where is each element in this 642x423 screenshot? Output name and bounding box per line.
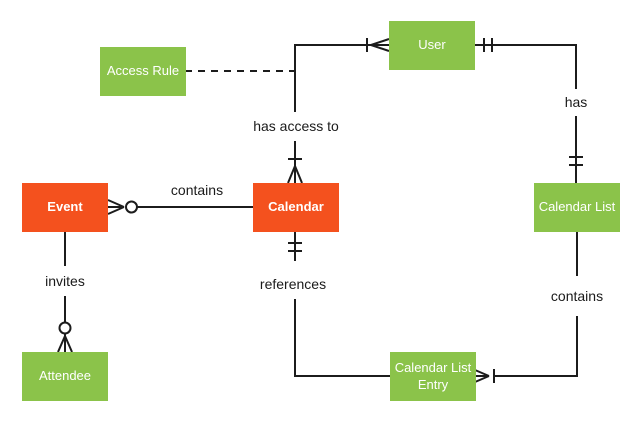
one-or-many-crowsfoot-icon [474,369,495,383]
connector-segment [494,316,578,377]
zero-or-many-crowsfoot-icon [57,321,73,353]
label-has: has [564,94,588,110]
connector-segment [294,44,371,112]
entity-attendee-label: Attendee [38,368,92,384]
one-and-only-one-icon [483,38,493,52]
zero-or-many-crowsfoot-icon [107,199,138,215]
connector-segment [294,299,390,377]
entity-access-rule[interactable]: Access Rule [100,47,186,96]
connector-event-calendar [107,199,253,215]
label-contains-list: contains [550,288,604,304]
entity-attendee[interactable]: Attendee [22,352,108,401]
connector-event-attendee [57,232,73,353]
one-and-only-one-icon [569,156,583,166]
entity-calendar-list-label: Calendar List [538,199,616,215]
entity-calendar-list-entry[interactable]: Calendar List Entry [390,352,476,401]
entity-calendar-list-entry-label: Calendar List Entry [394,360,472,392]
label-contains-calendar: contains [170,182,224,198]
entity-calendar-list[interactable]: Calendar List [534,183,620,232]
one-or-many-crowsfoot-icon [287,158,303,184]
entity-event-label: Event [47,199,83,215]
connector-list-entry [474,232,578,383]
entity-event[interactable]: Event [22,183,108,232]
one-or-many-crowsfoot-icon [366,38,390,52]
label-references: references [259,276,327,292]
connector-segment [475,44,577,89]
label-has-access-to: has access to [253,118,339,134]
connector-calendar-entry [288,232,390,377]
one-and-only-one-icon [288,242,302,252]
entity-user-label: User [418,37,446,53]
connector-user-list [475,38,583,183]
entity-calendar[interactable]: Calendar [253,183,339,232]
entity-user[interactable]: User [389,21,475,70]
entity-access-rule-label: Access Rule [106,63,180,79]
connector-calendar-user [287,38,390,184]
entity-calendar-label: Calendar [268,199,324,215]
label-invites: invites [45,273,85,289]
